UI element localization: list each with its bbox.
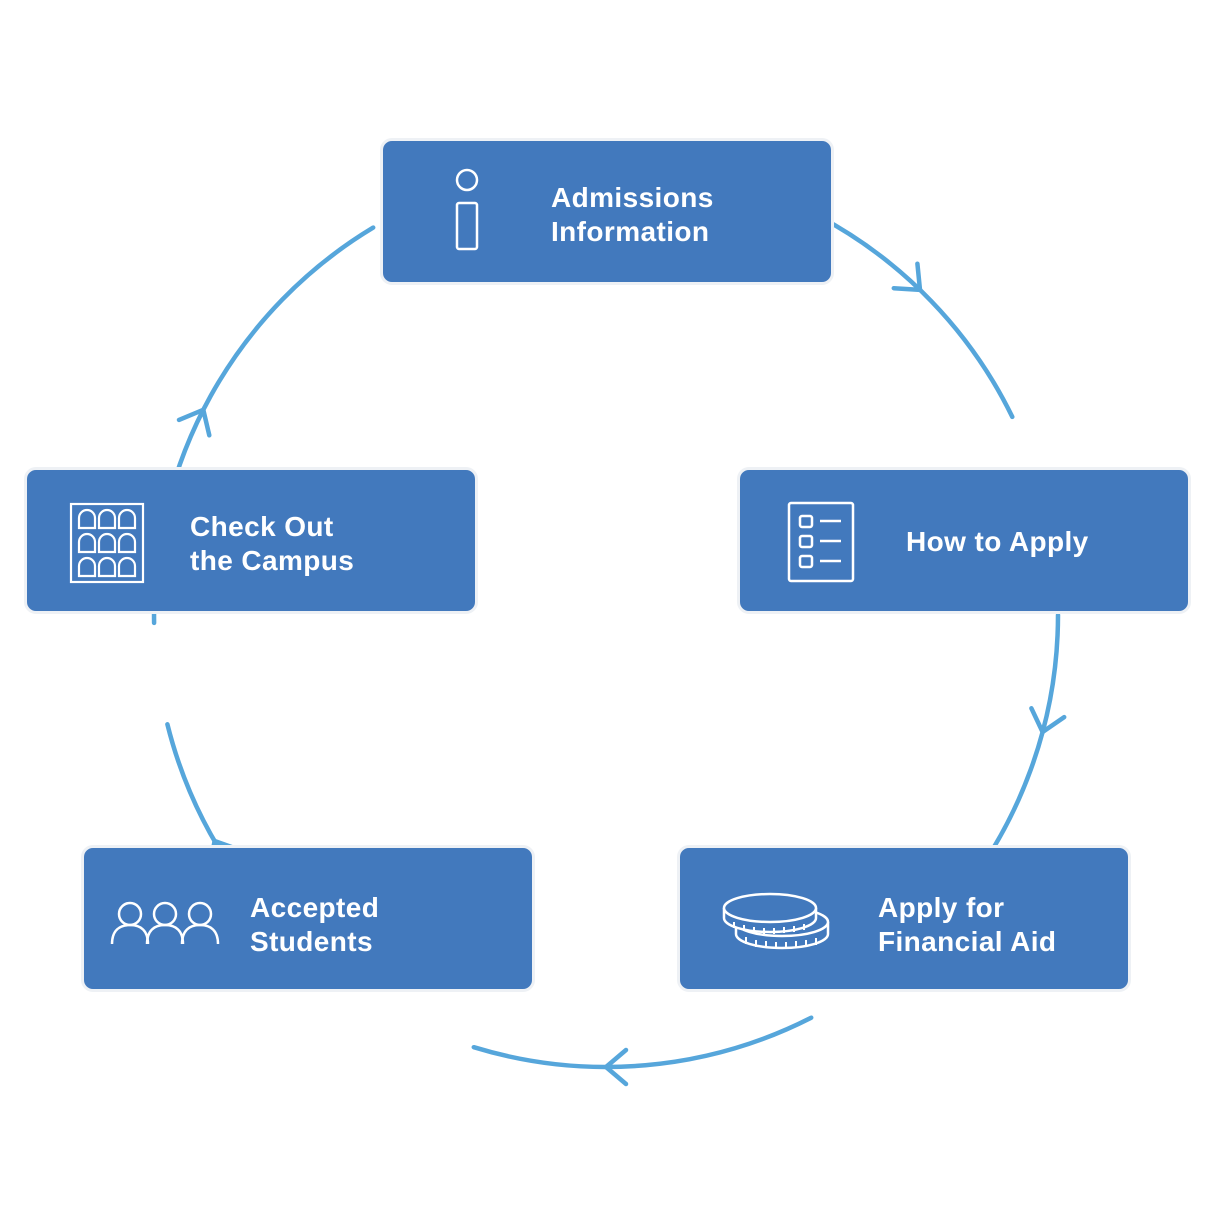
step-accepted-students[interactable]: Accepted Students: [81, 845, 535, 992]
step-how-to-apply[interactable]: How to Apply: [737, 467, 1191, 614]
people-icon: [110, 900, 220, 953]
step-label: Check Out the Campus: [190, 511, 355, 576]
step-check-out-the-campus[interactable]: Check Out the Campus: [24, 467, 478, 614]
building-icon: [69, 502, 145, 589]
flow-arrowhead-icon: [176, 407, 212, 438]
coins-icon: [720, 892, 832, 961]
step-label: Accepted Students: [250, 892, 380, 957]
step-admissions-information[interactable]: Admissions Information: [380, 138, 834, 285]
checklist-icon: [786, 500, 856, 589]
flow-arrowhead-icon: [891, 261, 923, 293]
building-window: [77, 532, 97, 554]
step-apply-for-financial-aid[interactable]: Apply for Financial Aid: [677, 845, 1131, 992]
building-window: [117, 508, 137, 530]
flow-arrowhead-icon: [603, 1047, 629, 1087]
building-window: [77, 556, 97, 578]
building-window: [97, 556, 117, 578]
step-label: How to Apply: [906, 526, 1089, 557]
flow-arrowhead-icon: [1029, 706, 1067, 735]
step-label: Apply for Financial Aid: [878, 892, 1057, 957]
building-window: [117, 556, 137, 578]
building-window: [97, 532, 117, 554]
cycle-arc: [471, 1015, 814, 1070]
info-icon: [443, 165, 491, 260]
cycle-arc: [815, 213, 1015, 420]
step-label: Admissions Information: [551, 182, 714, 247]
building-window: [97, 508, 117, 530]
building-window: [117, 532, 137, 554]
building-window: [77, 508, 97, 530]
